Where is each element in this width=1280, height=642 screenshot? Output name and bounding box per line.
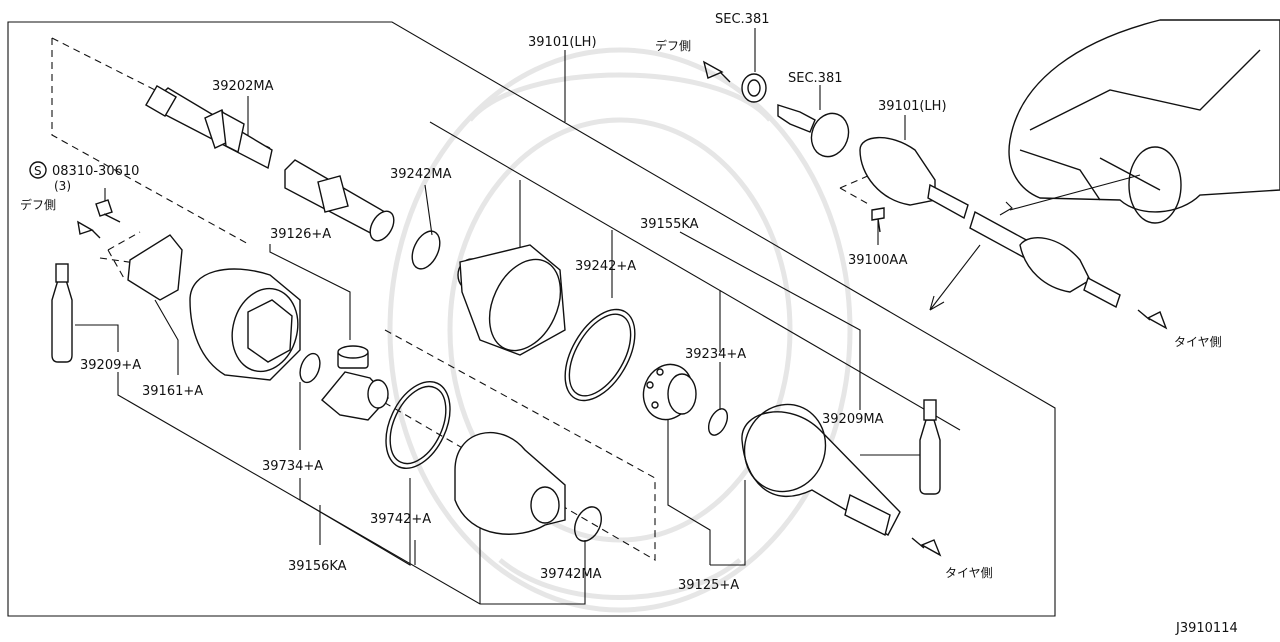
dust-cover-39161A bbox=[127, 234, 183, 301]
arrow-diff-top bbox=[702, 60, 731, 83]
inset-shaft bbox=[859, 136, 1121, 309]
car-silhouette bbox=[999, 19, 1280, 224]
label-39242A: 39242+A bbox=[575, 259, 636, 274]
watermark-emblem bbox=[387, 47, 853, 613]
label-39209A: 39209+A bbox=[80, 358, 141, 373]
label-39126A: 39126+A bbox=[270, 227, 331, 242]
cv-joint-cage bbox=[642, 363, 697, 421]
label-sec381-mid: SEC.381 bbox=[788, 71, 843, 86]
snap-ring-39234A bbox=[707, 408, 729, 436]
label-39155KA: 39155KA bbox=[640, 217, 699, 232]
boot-inner bbox=[457, 244, 566, 356]
label-39101-lh-main: 39101(LH) bbox=[528, 35, 597, 50]
bolt-08310 bbox=[95, 199, 121, 223]
label-diff-side-left: デフ側 bbox=[20, 197, 56, 212]
labels: 39101(LH) 39202MA 39242MA 39155KA 39242+… bbox=[20, 12, 1238, 636]
main-frame bbox=[7, 21, 1056, 617]
grease-39209A bbox=[51, 263, 73, 363]
label-diff-side-top: デフ側 bbox=[655, 38, 691, 53]
leader-lines bbox=[75, 28, 961, 605]
grease-39209MA bbox=[919, 399, 941, 495]
label-bolt-qty: (3) bbox=[54, 179, 71, 193]
housing-39126A bbox=[189, 268, 301, 381]
label-39161A: 39161+A bbox=[142, 384, 203, 399]
label-39101-lh-inset: 39101(LH) bbox=[878, 99, 947, 114]
inset-bolt bbox=[871, 207, 885, 233]
label-39202MA: 39202MA bbox=[212, 79, 274, 94]
band-39242A bbox=[564, 308, 636, 402]
label-39125A: 39125+A bbox=[678, 578, 739, 593]
label-39734A: 39734+A bbox=[262, 459, 323, 474]
label-39742MA: 39742MA bbox=[540, 567, 602, 582]
inset-flange bbox=[777, 104, 850, 158]
label-39742A: 39742+A bbox=[370, 512, 431, 527]
clamp-39242MA bbox=[411, 230, 441, 270]
label-bolt-number: 08310-30610 bbox=[52, 164, 139, 179]
band-39742A bbox=[385, 380, 451, 470]
boot-outer bbox=[454, 431, 566, 535]
spider-assembly bbox=[321, 345, 389, 421]
label-39100AA: 39100AA bbox=[848, 253, 908, 268]
arrow-tire-right bbox=[1137, 309, 1168, 330]
shaft-39202MA bbox=[145, 85, 395, 242]
arrow-pointer bbox=[929, 244, 981, 311]
label-tire-side-right: タイヤ側 bbox=[1174, 335, 1222, 349]
snap-ring-39734A bbox=[299, 352, 321, 384]
clamp-39742MA bbox=[574, 506, 602, 542]
label-sec381-top: SEC.381 bbox=[715, 12, 770, 27]
diagram-id: J3910114 bbox=[1175, 621, 1238, 636]
label-bolt-symbol: S bbox=[34, 164, 42, 178]
label-39234A: 39234+A bbox=[685, 347, 746, 362]
arrow-tire-bottom bbox=[911, 537, 942, 557]
label-tire-side-bottom: タイヤ側 bbox=[945, 566, 993, 580]
label-39156KA: 39156KA bbox=[288, 559, 347, 574]
inset-seal bbox=[741, 73, 767, 103]
label-39209MA: 39209MA bbox=[822, 412, 884, 427]
arrow-diff-left bbox=[77, 220, 101, 239]
label-39242MA: 39242MA bbox=[390, 167, 452, 182]
bolt-symbol-circle bbox=[29, 161, 47, 179]
outer-joint-39125A bbox=[741, 403, 901, 537]
